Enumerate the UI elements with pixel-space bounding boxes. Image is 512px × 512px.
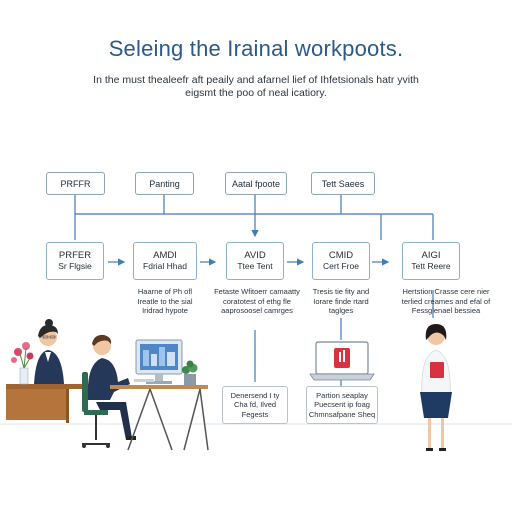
process-node-1: PRFER Sr Flgsie <box>46 242 104 280</box>
top-box-1: PRFFR <box>46 172 105 195</box>
laptop-icon <box>309 341 375 381</box>
potted-plant-icon <box>182 360 198 385</box>
node-subtitle: Fdrial Hhad <box>143 261 187 271</box>
page-subtitle: In the must thealeefr aft peaily and afa… <box>93 74 419 99</box>
node-title: AVID <box>244 250 266 261</box>
node-title: AIGI <box>421 250 441 261</box>
node-note-1: Haarne of Ph ofl Ireatle to the sial Iri… <box>137 287 193 315</box>
top-box-4: Tett Saees <box>311 172 375 195</box>
process-node-3: AVID Ttee Tent <box>226 242 284 280</box>
computer-desk <box>110 385 209 451</box>
node-subtitle: Tett Reere <box>411 261 451 271</box>
bottom-card-1: Denersend I ty Cha fd, Ilved Fegests <box>222 386 288 424</box>
process-node-5: AIGI Tett Reere <box>402 242 460 280</box>
node-title: CMID <box>328 250 354 261</box>
top-box-3: Aatal fpoote <box>225 172 287 195</box>
standing-woman-figure <box>420 324 452 451</box>
top-box-2: Panting <box>135 172 194 195</box>
node-subtitle: Sr Flgsie <box>58 261 92 271</box>
seated-man-figure <box>82 334 136 448</box>
node-title: AMDI <box>153 250 177 261</box>
node-subtitle: Ttee Tent <box>237 261 273 271</box>
node-note-4: Hertstion Crasse cere nier terlied cream… <box>401 287 491 315</box>
wooden-desk <box>6 384 106 423</box>
process-node-4: CMID Cert Froe <box>312 242 370 280</box>
page-title: Seleing the Irainal workpoots. <box>108 36 404 61</box>
node-note-2: Fetaste Wfitoerr camaatty coratotest of … <box>214 287 300 315</box>
bottom-card-2: Partion seaplay Puecsent ip foag Chmnsaf… <box>306 386 378 424</box>
node-subtitle: Cert Froe <box>323 261 359 271</box>
computer-monitor-icon <box>134 339 183 384</box>
node-note-3: Tresis tie fity and Iorare finde rtard t… <box>312 287 370 315</box>
flower-vase-icon <box>11 342 34 385</box>
seated-woman-figure <box>34 319 64 384</box>
process-node-2: AMDI Fdrial Hhad <box>133 242 197 280</box>
node-title: PRFER <box>58 250 92 261</box>
